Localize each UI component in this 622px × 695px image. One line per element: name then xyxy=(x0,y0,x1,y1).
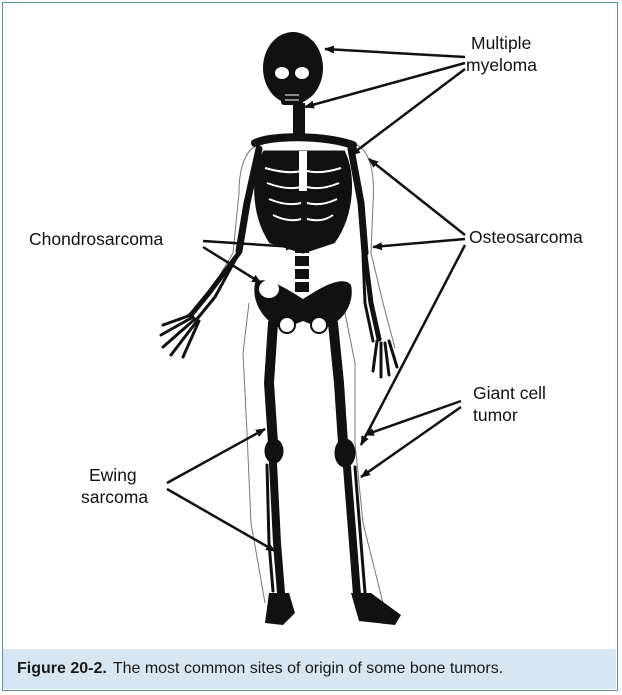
clavicles xyxy=(255,137,353,145)
caption-text: The most common sites of origin of some … xyxy=(113,660,503,678)
arrow-chondro-pelvis xyxy=(203,247,261,283)
arrow-ewing-tibia xyxy=(167,489,275,551)
rib-cage xyxy=(257,151,350,251)
label-multiple-myeloma-line2: myeloma xyxy=(466,55,537,76)
label-ewing-line1: Ewing xyxy=(89,465,137,486)
lumbar-spine xyxy=(295,243,309,292)
arrow-myeloma-spine xyxy=(305,63,465,107)
label-chondrosarcoma: Chondrosarcoma xyxy=(29,229,163,250)
figure-caption: Figure 20-2. The most common sites of or… xyxy=(3,649,616,689)
skeleton-illustration xyxy=(3,3,619,643)
arrow-osteo-arm xyxy=(373,239,465,247)
label-multiple-myeloma-line1: Multiple xyxy=(471,33,531,54)
feet xyxy=(265,593,401,625)
arrow-myeloma-ribs xyxy=(351,69,465,155)
legs xyxy=(265,323,365,595)
arrow-myeloma-skull xyxy=(325,49,465,57)
label-osteosarcoma: Osteosarcoma xyxy=(469,227,583,248)
label-giant-cell-line2: tumor xyxy=(473,405,518,426)
caption-label: Figure 20-2. xyxy=(17,660,107,678)
neck xyxy=(293,103,305,135)
label-giant-cell-line1: Giant cell xyxy=(473,383,546,404)
arrow-ewing-femur xyxy=(167,429,265,483)
skull xyxy=(263,32,323,105)
arrow-osteo-humerus xyxy=(369,159,465,235)
label-ewing-line2: sarcoma xyxy=(81,487,148,508)
left-arm xyxy=(161,149,259,357)
right-arm xyxy=(351,149,397,377)
figure-area: Multiple myeloma Chondrosarcoma Osteosar… xyxy=(3,3,619,643)
